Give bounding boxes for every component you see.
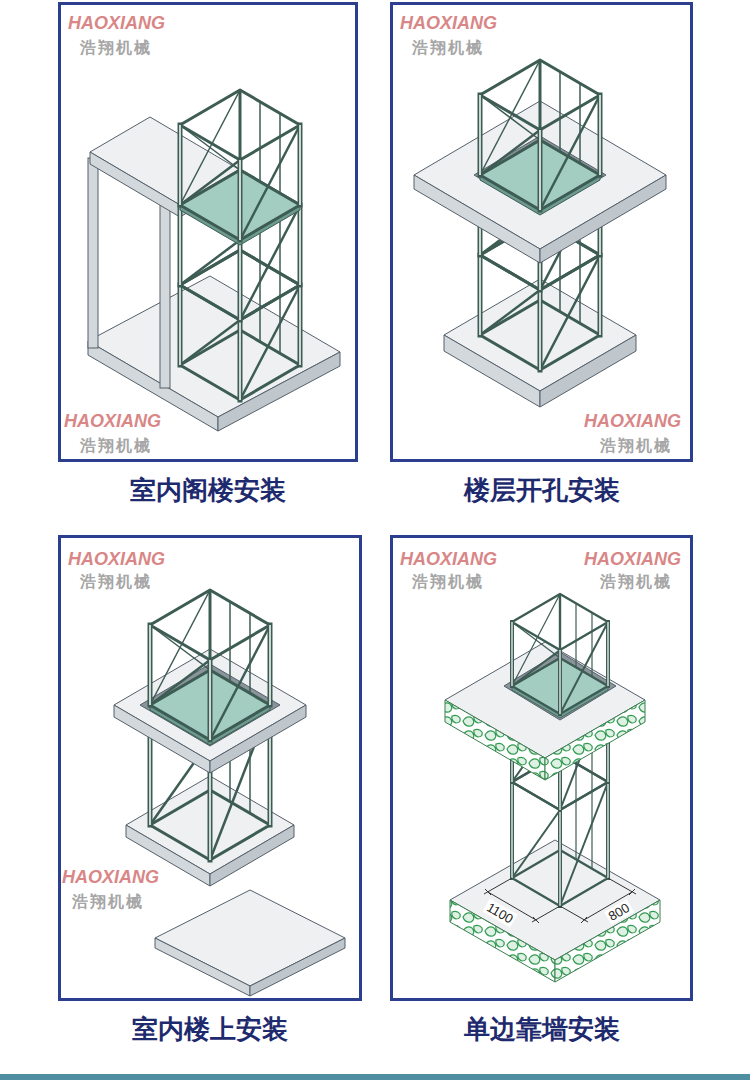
panel-caption: 室内楼上安装 bbox=[41, 1014, 379, 1044]
watermark: HAOXIANG bbox=[400, 12, 497, 34]
watermark: 浩翔机械 bbox=[600, 436, 672, 456]
watermark: 浩翔机械 bbox=[412, 572, 484, 592]
install-panel: 室内阁楼安装 bbox=[58, 2, 358, 462]
watermark: HAOXIANG bbox=[68, 12, 165, 34]
watermark: 浩翔机械 bbox=[80, 436, 152, 456]
install-panel: 楼层开孔安装 bbox=[390, 2, 693, 462]
watermark: HAOXIANG bbox=[584, 410, 681, 432]
watermark: HAOXIANG bbox=[62, 866, 159, 888]
panel-caption: 单边靠墙安装 bbox=[373, 1014, 710, 1044]
watermark: 浩翔机械 bbox=[80, 38, 152, 58]
watermark: 浩翔机械 bbox=[80, 572, 152, 592]
panel-caption: 楼层开孔安装 bbox=[373, 475, 710, 505]
watermark: 浩翔机械 bbox=[72, 892, 144, 912]
install-panel: 单边靠墙安装 bbox=[390, 535, 693, 1001]
watermark: HAOXIANG bbox=[400, 548, 497, 570]
watermark: HAOXIANG bbox=[64, 410, 161, 432]
panel-caption: 室内阁楼安装 bbox=[41, 475, 375, 505]
watermark: HAOXIANG bbox=[584, 548, 681, 570]
install-panel: 室内楼上安装 bbox=[58, 535, 362, 1001]
watermark: HAOXIANG bbox=[68, 548, 165, 570]
watermark: 浩翔机械 bbox=[412, 38, 484, 58]
watermark: 浩翔机械 bbox=[600, 572, 672, 592]
